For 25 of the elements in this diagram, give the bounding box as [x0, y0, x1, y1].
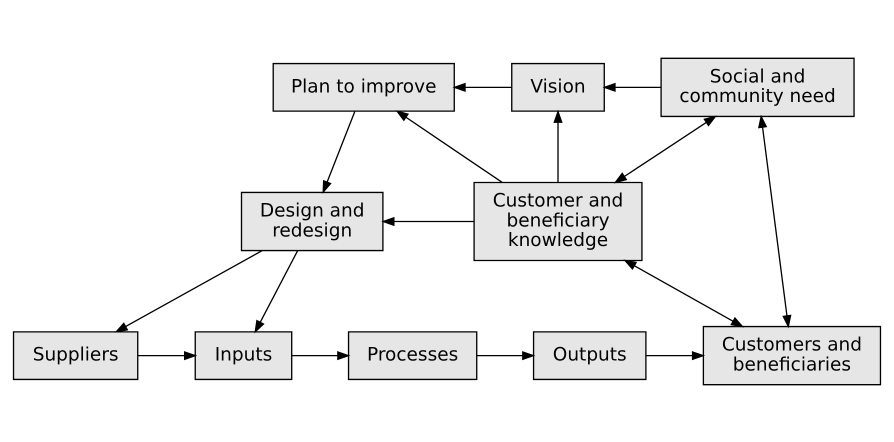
- arrow: [476, 350, 536, 360]
- arrow: [292, 350, 350, 360]
- arrow: [758, 114, 792, 328]
- node-box: Inputs: [194, 330, 292, 380]
- node-box: Customers and beneficiaries: [702, 325, 882, 385]
- node-box: Outputs: [532, 330, 647, 380]
- arrow: [254, 250, 298, 333]
- arrow: [381, 216, 474, 226]
- arrow: [646, 350, 706, 360]
- node-box: Processes: [348, 330, 478, 380]
- arrow: [138, 350, 198, 360]
- arrow: [114, 250, 262, 332]
- node-box: Suppliers: [12, 330, 138, 380]
- arrow: [614, 114, 717, 183]
- arrow: [553, 109, 563, 182]
- arrow: [623, 259, 744, 327]
- node-box: Social and community need: [660, 57, 855, 117]
- node-box: Customer and beneficiary knowledge: [473, 181, 643, 261]
- arrow: [395, 110, 503, 182]
- arrow: [452, 82, 512, 92]
- node-box: Vision: [511, 62, 605, 112]
- arrow: [322, 110, 356, 194]
- node-box: Plan to improve: [272, 62, 455, 112]
- node-box: Design and redesign: [240, 191, 384, 251]
- arrow: [602, 82, 661, 92]
